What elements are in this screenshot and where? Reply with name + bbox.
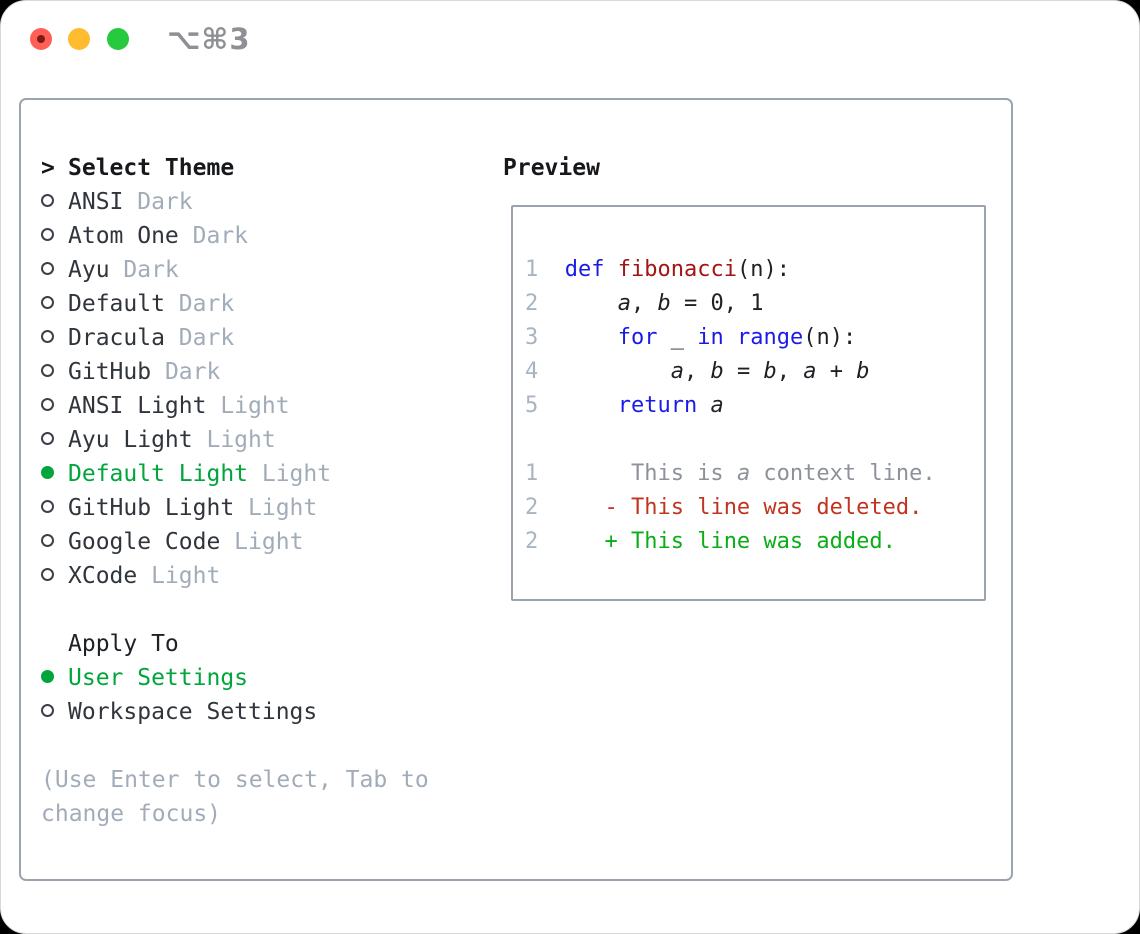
theme-option-label: ANSI Light <box>68 393 207 419</box>
preview-pane: 1 def fibonacci(n): 2 a, b = 0, 1 3 for … <box>511 205 986 601</box>
theme-option-label: Atom One <box>68 223 179 249</box>
theme-variant-label: Light <box>234 495 318 521</box>
radio-icon <box>41 228 54 241</box>
theme-option-github-light[interactable]: GitHub Light Light <box>41 491 496 525</box>
spacer <box>41 593 496 627</box>
focus-cursor-icon: > <box>41 155 55 181</box>
apply-option-label: User Settings <box>68 665 249 691</box>
radio-icon <box>41 330 54 343</box>
theme-option-label: GitHub Light <box>68 495 235 521</box>
radio-icon <box>41 534 54 547</box>
apply-to-header: Apply To <box>68 631 179 657</box>
keyboard-hint: (Use Enter to select, Tab to change focu… <box>41 767 429 827</box>
theme-option-ayu[interactable]: Ayu Dark <box>41 253 496 287</box>
theme-variant-label: Dark <box>151 359 221 385</box>
theme-variant-label: Dark <box>109 257 179 283</box>
theme-option-dracula[interactable]: Dracula Dark <box>41 321 496 355</box>
apply-to-header-row: Apply To <box>41 627 496 661</box>
theme-variant-label: Dark <box>164 325 235 351</box>
theme-option-label: Default Light <box>68 461 249 487</box>
theme-variant-label: Light <box>248 461 332 487</box>
theme-option-xcode[interactable]: XCode Light <box>41 559 496 593</box>
apply-option-user-settings[interactable]: User Settings <box>41 661 496 695</box>
theme-variant-label: Dark <box>164 291 235 317</box>
apply-option-label: Workspace Settings <box>68 699 318 725</box>
radio-icon <box>41 296 54 309</box>
theme-option-label: Default <box>68 291 165 317</box>
radio-selected-icon <box>41 466 54 479</box>
minimize-button[interactable] <box>68 28 90 50</box>
theme-option-label: XCode <box>68 563 138 589</box>
theme-option-ayu-light[interactable]: Ayu Light Light <box>41 423 496 457</box>
theme-variant-label: Dark <box>178 223 249 249</box>
theme-variant-label: Light <box>137 563 221 589</box>
radio-icon <box>41 364 54 377</box>
spacer <box>41 729 496 763</box>
code-preview: 1 def fibonacci(n): 2 a, b = 0, 1 3 for … <box>525 257 936 554</box>
theme-option-github[interactable]: GitHub Dark <box>41 355 496 389</box>
theme-option-ansi-light[interactable]: ANSI Light Light <box>41 389 496 423</box>
radio-icon <box>41 500 54 513</box>
radio-icon <box>41 568 54 581</box>
theme-option-default-light[interactable]: Default Light Light <box>41 457 496 491</box>
theme-variant-label: Light <box>192 427 276 453</box>
maximize-button[interactable] <box>107 28 129 50</box>
radio-icon <box>41 704 54 717</box>
theme-option-atom-one[interactable]: Atom One Dark <box>41 219 496 253</box>
theme-option-ansi[interactable]: ANSI Dark <box>41 185 496 219</box>
select-theme-header-row: > Select Theme <box>41 151 496 185</box>
radio-selected-icon <box>41 670 54 683</box>
theme-variant-label: Dark <box>123 189 193 215</box>
radio-icon <box>41 194 54 207</box>
theme-option-label: Ayu Light <box>68 427 193 453</box>
unsaved-dot-icon <box>37 35 45 43</box>
radio-icon <box>41 262 54 275</box>
preview-header: Preview <box>503 155 600 181</box>
theme-variant-label: Light <box>206 393 290 419</box>
theme-option-label: Dracula <box>68 325 165 351</box>
theme-option-label: Google Code <box>68 529 221 555</box>
close-button[interactable] <box>30 28 52 50</box>
theme-variant-label: Light <box>220 529 304 555</box>
window-title: ⌥⌘3 <box>167 22 251 56</box>
theme-option-google-code[interactable]: Google Code Light <box>41 525 496 559</box>
theme-option-default[interactable]: Default Dark <box>41 287 496 321</box>
apply-option-workspace-settings[interactable]: Workspace Settings <box>41 695 496 729</box>
select-theme-header: Select Theme <box>68 155 235 181</box>
radio-icon <box>41 432 54 445</box>
radio-icon <box>41 398 54 411</box>
theme-option-label: ANSI <box>68 189 124 215</box>
theme-option-label: GitHub <box>68 359 152 385</box>
theme-option-label: Ayu <box>68 257 110 283</box>
